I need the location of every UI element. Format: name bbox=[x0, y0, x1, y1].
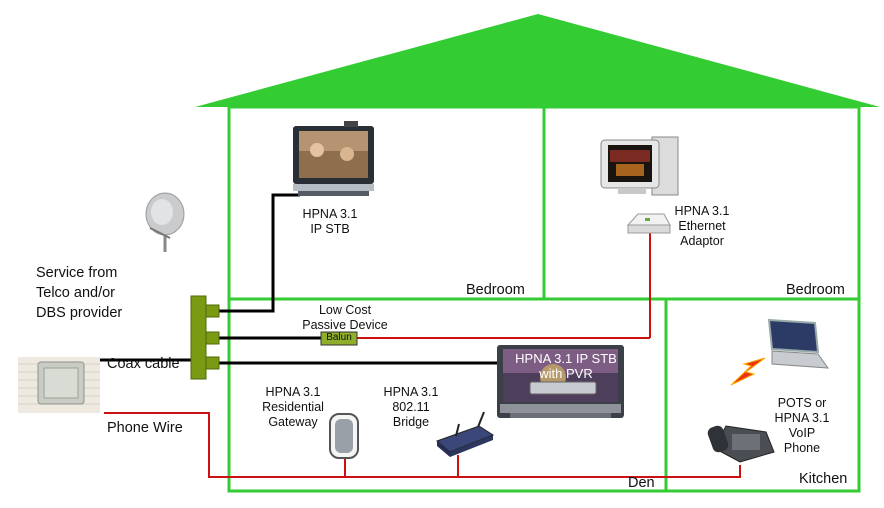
network-interface-box-icon bbox=[18, 357, 100, 413]
phone-line-2: HPNA 3.1 bbox=[774, 411, 830, 425]
room-label-bedroom-right: Bedroom bbox=[786, 282, 845, 298]
phone-label: POTS or HPNA 3.1 VoIP Phone bbox=[766, 396, 838, 456]
ip-stb-tv-icon bbox=[293, 121, 374, 196]
bridge-line-2: 802.11 bbox=[392, 400, 430, 414]
room-label-kitchen: Kitchen bbox=[799, 471, 848, 487]
service-line-1: Service from bbox=[36, 265, 118, 281]
house-walls bbox=[227, 105, 861, 493]
balun-label: Balun bbox=[326, 332, 352, 343]
wireless-bridge-icon bbox=[436, 411, 495, 457]
ethernet-adaptor-icon bbox=[626, 213, 671, 234]
coax-cable-label: Coax cable bbox=[107, 356, 180, 372]
service-line-2: Telco and/or bbox=[36, 285, 115, 301]
room-label-den: Den bbox=[628, 475, 655, 491]
ip-stb-line-1: HPNA 3.1 bbox=[302, 207, 358, 221]
voip-phone-icon bbox=[707, 425, 775, 463]
gateway-line-2: Residential bbox=[262, 400, 324, 414]
room-label-bedroom-left: Bedroom bbox=[466, 282, 525, 298]
gateway-line-1: HPNA 3.1 bbox=[265, 385, 321, 399]
wireless-link-icon bbox=[730, 357, 766, 386]
ethernet-adaptor-label: HPNA 3.1 Ethernet Adaptor bbox=[664, 204, 740, 249]
passive-line-1: Low Cost bbox=[318, 303, 372, 317]
gateway-line-3: Gateway bbox=[268, 415, 318, 429]
gateway-label: HPNA 3.1 Residential Gateway bbox=[250, 385, 336, 430]
coax-cable-lines bbox=[100, 193, 500, 365]
satellite-dish-icon bbox=[145, 192, 185, 252]
desktop-computer-icon bbox=[600, 136, 679, 196]
bridge-label: HPNA 3.1 802.11 Bridge bbox=[378, 385, 444, 430]
phone-wire-label: Phone Wire bbox=[107, 420, 183, 436]
bridge-line-1: HPNA 3.1 bbox=[383, 385, 439, 399]
ip-stb-line-2: IP STB bbox=[310, 222, 350, 236]
ip-stb-label: HPNA 3.1 IP STB bbox=[290, 207, 370, 237]
ethernet-line-2: Ethernet bbox=[678, 219, 726, 233]
coax-splitter bbox=[190, 295, 220, 380]
phone-wire-line bbox=[104, 232, 741, 478]
balun-box bbox=[320, 331, 358, 346]
service-provider-label: Service from Telco and/or DBS provider bbox=[36, 263, 122, 323]
stb-pvr-line-1: HPNA 3.1 IP STB bbox=[515, 351, 617, 366]
phone-line-3: VoIP bbox=[788, 426, 816, 440]
passive-device-label: Low Cost Passive Device bbox=[290, 303, 400, 333]
residential-gateway-icon bbox=[329, 413, 359, 459]
ethernet-line-1: HPNA 3.1 bbox=[674, 204, 730, 218]
ethernet-line-3: Adaptor bbox=[680, 234, 724, 248]
stb-pvr-label: HPNA 3.1 IP STB with PVR bbox=[506, 351, 626, 381]
bridge-line-3: Bridge bbox=[392, 415, 430, 429]
phone-line-1: POTS or bbox=[777, 396, 827, 410]
phone-line-4: Phone bbox=[783, 441, 821, 455]
laptop-icon bbox=[767, 318, 830, 369]
passive-line-2: Passive Device bbox=[302, 318, 388, 332]
service-line-3: DBS provider bbox=[36, 305, 123, 321]
house-roof bbox=[195, 14, 880, 107]
stb-pvr-line-2: with PVR bbox=[539, 366, 593, 381]
tv-with-pvr-icon bbox=[497, 345, 624, 418]
